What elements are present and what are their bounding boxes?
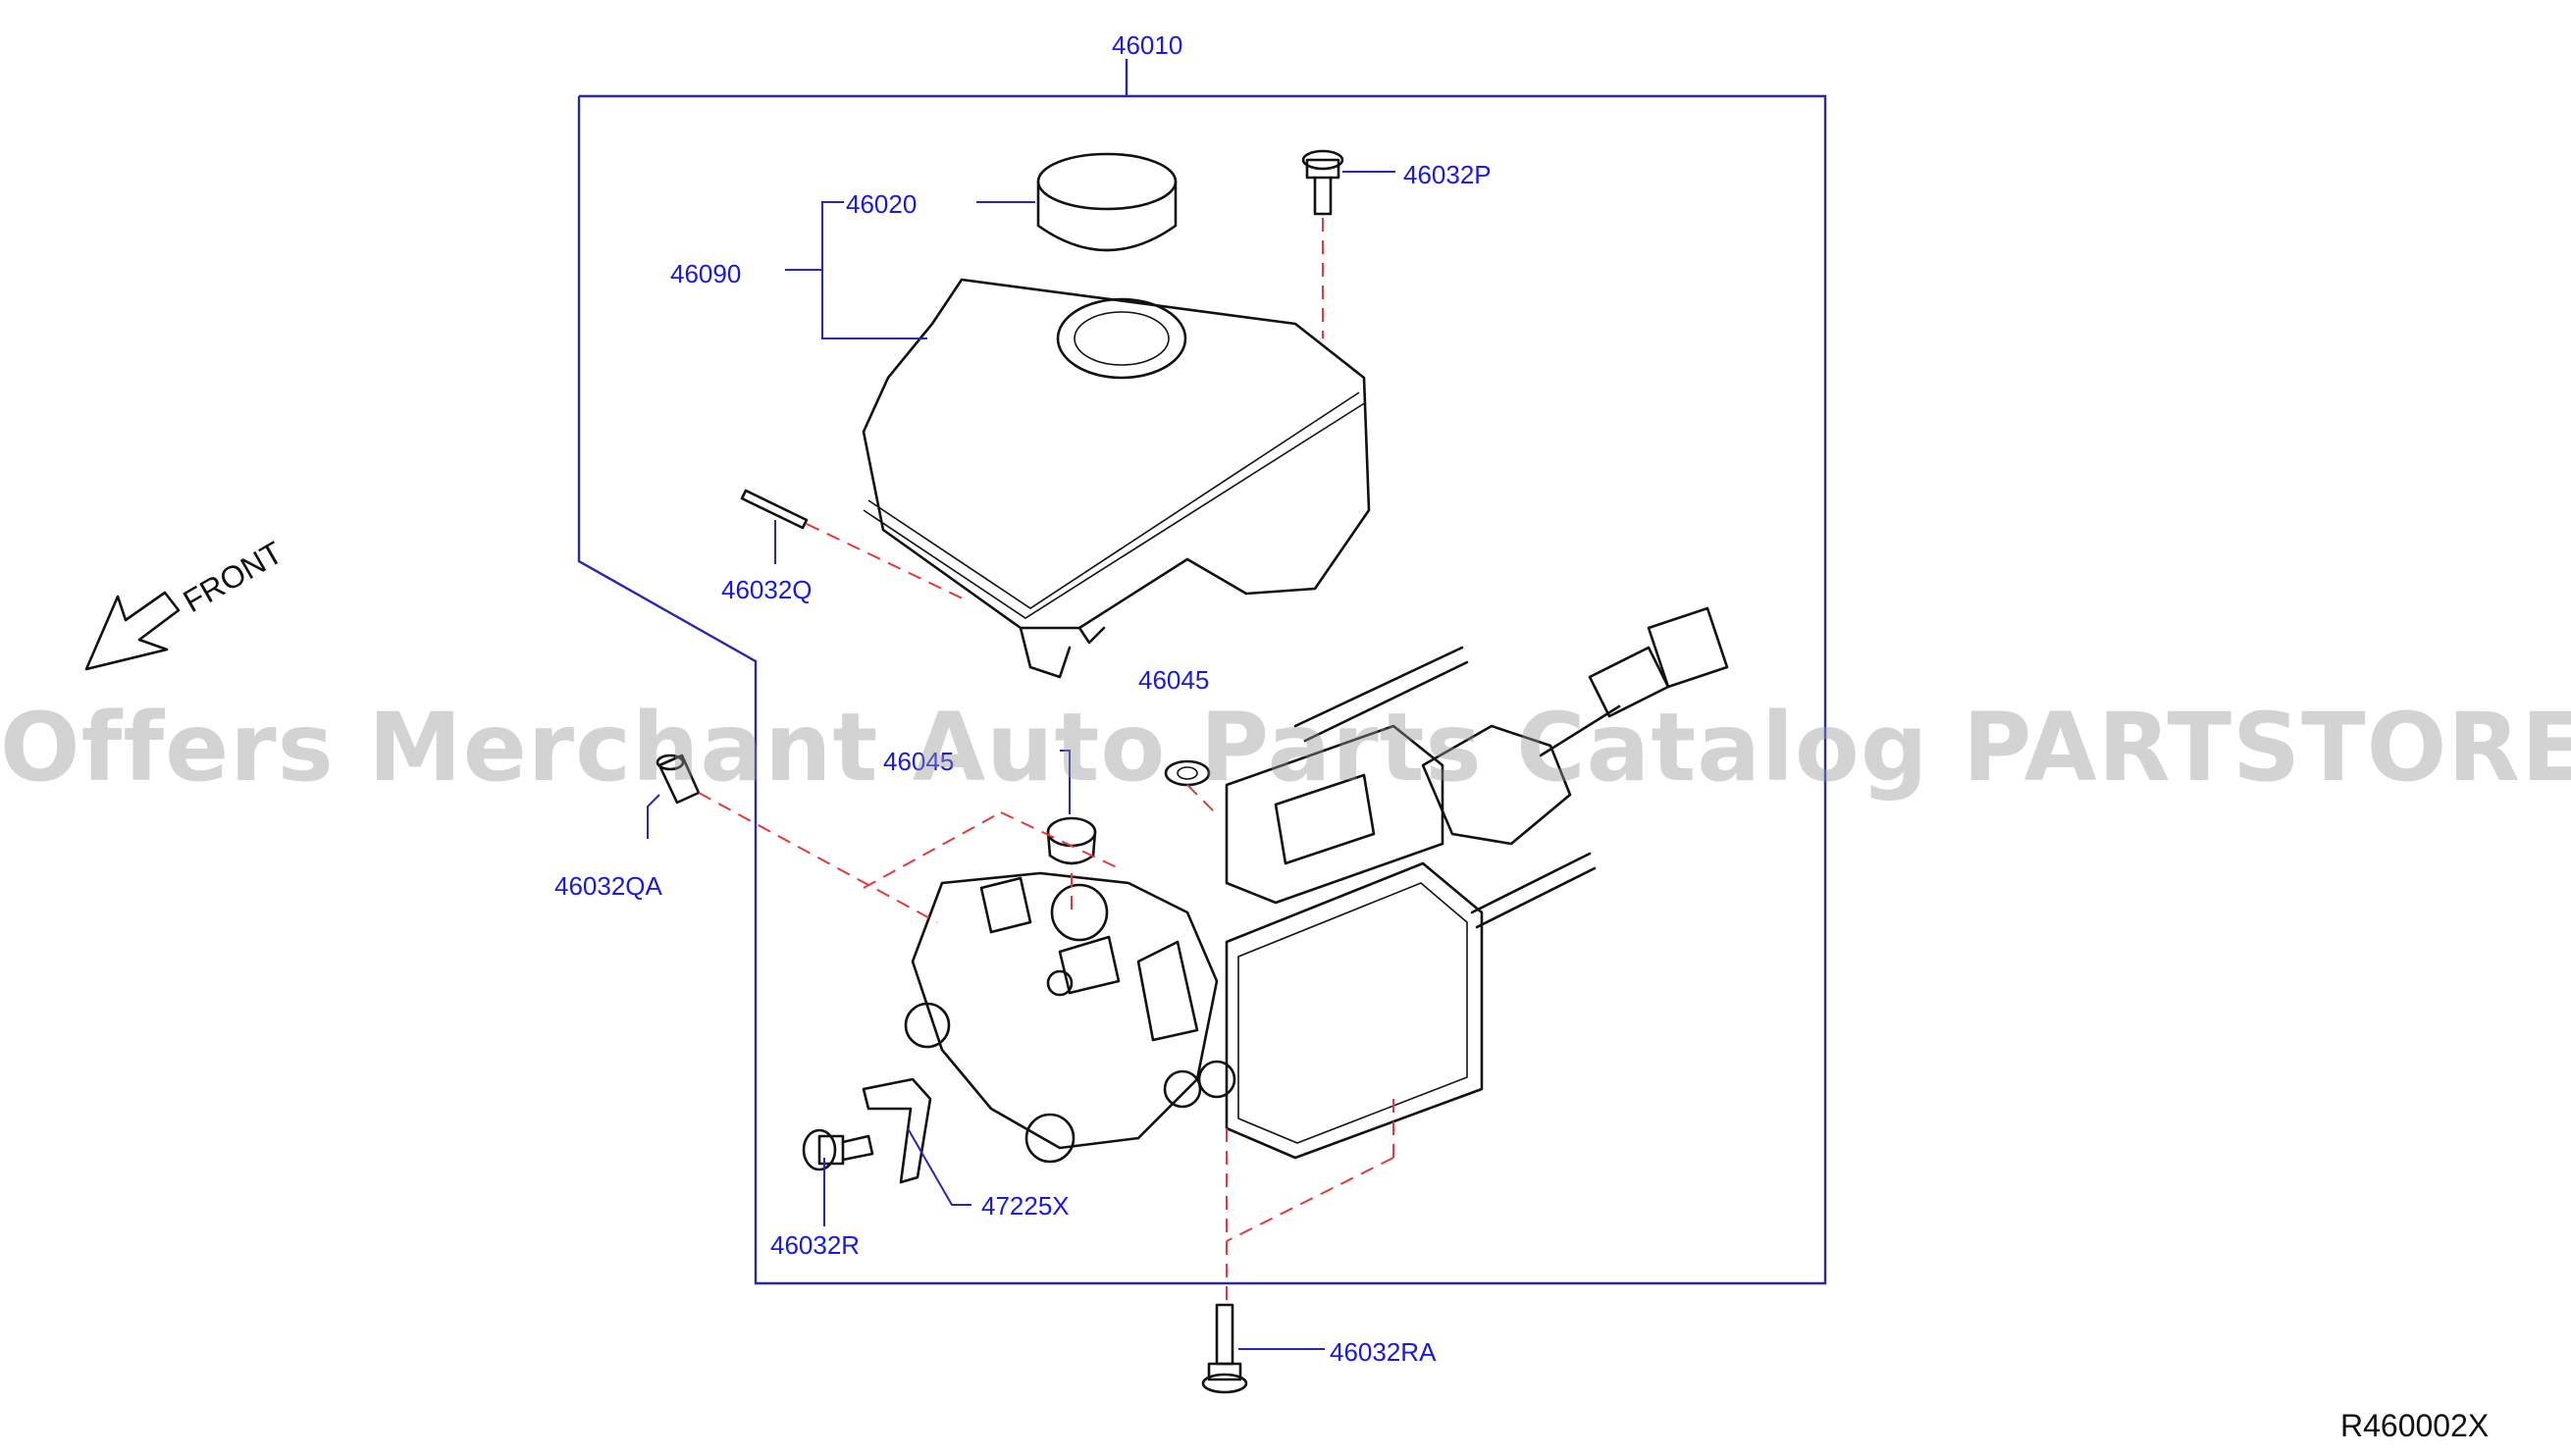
bottom-bolt-part — [1201, 1303, 1248, 1394]
bracket-part — [862, 1077, 932, 1184]
diagram-code: R460002X — [2340, 1408, 2489, 1443]
bottom-left-bolt-part — [802, 1128, 874, 1171]
label-pin: 46032Q — [721, 575, 813, 604]
label-bolt-bottom: 46032RA — [1330, 1337, 1437, 1367]
label-bolt-top: 46032P — [1403, 160, 1492, 189]
label-assembly: 46010 — [1112, 30, 1182, 60]
pin-part — [740, 489, 809, 530]
top-bolt-part — [1301, 149, 1344, 216]
label-grommet-a: 46045 — [1138, 665, 1209, 695]
label-cap: 46020 — [846, 189, 917, 219]
label-reservoir: 46090 — [670, 259, 741, 288]
leader-lines — [647, 171, 1395, 1350]
label-grommet-b: 46045 — [883, 747, 954, 776]
watermark-text: Offers Merchant Auto Parts Catalog PARTS… — [0, 693, 2571, 803]
master-cylinder-part — [904, 871, 1236, 1164]
reservoir-cap-part — [1036, 152, 1178, 252]
front-arrow-icon — [84, 591, 181, 671]
label-bracket: 47225X — [981, 1191, 1070, 1221]
booster-rod-part — [1293, 606, 1729, 929]
label-bolt-bottom-left: 46032R — [770, 1230, 860, 1260]
label-pin-front: 46032QA — [554, 871, 663, 901]
assembly-frame — [577, 59, 1827, 1285]
reservoir-tank-part — [862, 278, 1371, 679]
front-direction-label: FRONT — [178, 535, 289, 619]
assembly-dashed-lines — [698, 218, 1394, 1305]
